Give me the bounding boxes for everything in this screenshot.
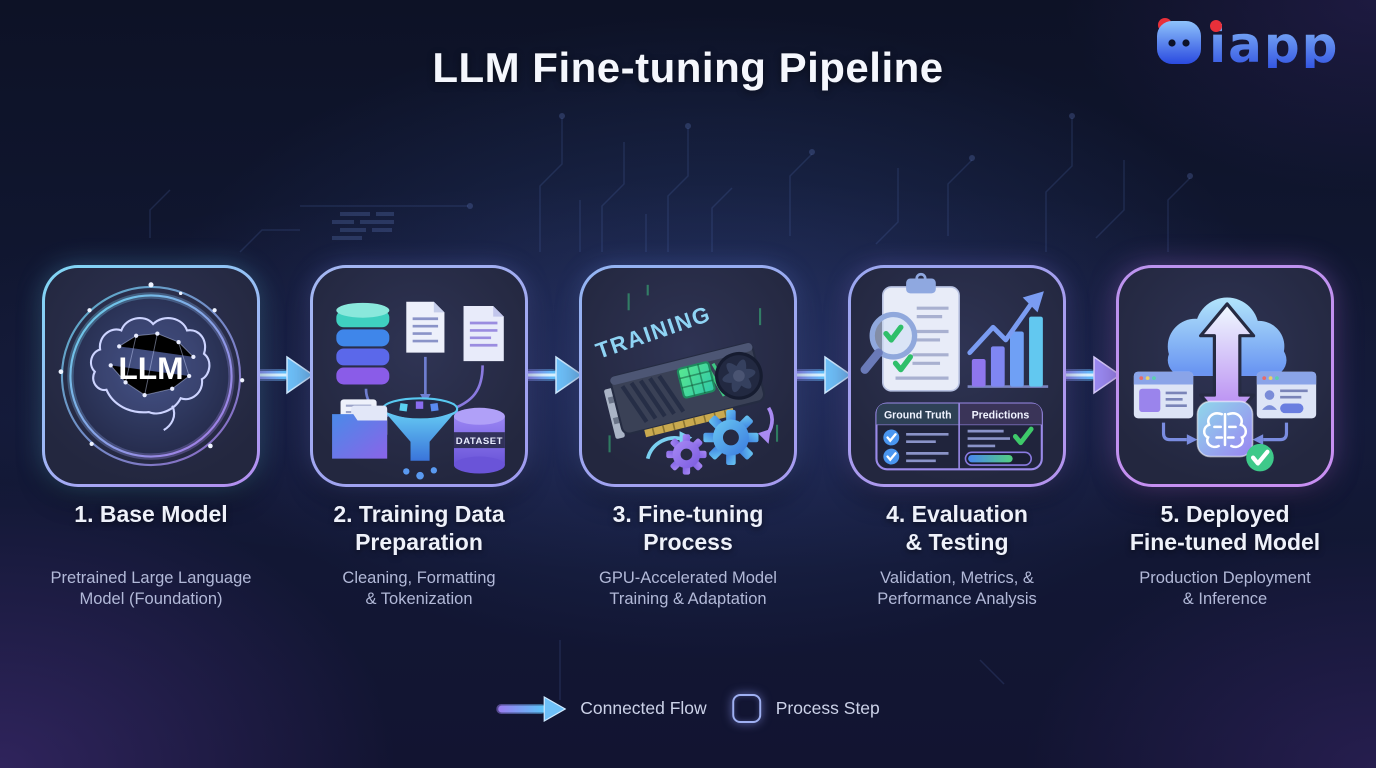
llm-label: LLM — [118, 350, 183, 386]
results-table: Ground Truth Predictions — [875, 402, 1043, 471]
glow-lines — [608, 284, 779, 453]
legend-flow-label: Connected Flow — [580, 698, 707, 718]
flow-arrow-icon — [520, 355, 584, 395]
page-title: LLM Fine-tuning Pipeline — [432, 44, 944, 91]
gear-icon-blue — [703, 409, 759, 466]
document-icon — [406, 301, 445, 353]
process-step-card-1: LLM — [42, 265, 260, 487]
legend: Connected Flow Process Step — [496, 694, 880, 723]
step-subtitle: Cleaning, Formatting & Tokenization — [342, 569, 496, 608]
step-subtitle: Pretrained Large Language Model (Foundat… — [50, 569, 252, 608]
process-step-card-3: TRAINING — [579, 265, 797, 487]
process-step-card-5 — [1116, 265, 1334, 487]
legend-item-flow: Connected Flow — [496, 695, 707, 722]
brand-wordmark: iapp — [1209, 16, 1339, 68]
legend-step-label: Process Step — [775, 698, 880, 718]
legend-process-step-icon — [732, 694, 762, 723]
step-label-2: 2. Training Data Preparation Cleaning, F… — [269, 500, 569, 610]
legend-arrow-icon — [496, 695, 567, 722]
dataset-cylinder-icon: DATASET — [453, 407, 505, 474]
flow-arrow-icon — [1058, 355, 1122, 395]
magnifier-icon — [860, 311, 918, 374]
ai-chip-icon — [1196, 400, 1254, 458]
step-title: 5. Deployed Fine-tuned Model — [1129, 501, 1321, 555]
step-subtitle: GPU-Accelerated Model Training & Adaptat… — [599, 569, 777, 608]
success-check-icon — [1246, 443, 1274, 472]
folder-output-icon — [332, 399, 388, 459]
wireframe-brain — [89, 317, 211, 431]
step-label-1: 1. Base Model Pretrained Large Language … — [1, 500, 301, 610]
sparkle-dots — [58, 282, 245, 449]
funnel-icon — [381, 397, 459, 461]
check-circle-icon — [883, 429, 900, 465]
step-title: 4. Evaluation & Testing — [886, 501, 1028, 555]
legend-item-step: Process Step — [732, 694, 880, 723]
process-step-card-4: Ground Truth Predictions — [848, 265, 1066, 487]
step-title: 1. Base Model — [74, 501, 228, 527]
flow-arrow-icon — [251, 355, 315, 395]
brand-logo: iapp — [1153, 12, 1358, 74]
browser-window-icon-left — [1133, 371, 1194, 419]
clipboard-icon — [882, 272, 960, 392]
robot-face-icon — [1157, 18, 1201, 64]
document-icon-2 — [463, 306, 504, 362]
database-stack-icon — [336, 302, 390, 385]
logo-i-dot — [1210, 20, 1222, 32]
step-title: 3. Fine-tuning Process — [612, 501, 764, 555]
gear-icon-purple — [666, 434, 707, 475]
step-subtitle: Validation, Metrics, & Performance Analy… — [877, 569, 1037, 608]
dataset-label: DATASET — [456, 436, 503, 447]
step-label-5: 5. Deployed Fine-tuned Model Production … — [1075, 500, 1375, 610]
flow-arrow-icon — [789, 355, 853, 395]
brain-llm-icon: LLM — [58, 282, 245, 467]
token-dots — [403, 467, 438, 480]
step-label-4: 4. Evaluation & Testing Validation, Metr… — [807, 500, 1107, 610]
process-step-card-2: DATASET — [310, 265, 528, 487]
browser-window-icon-right — [1256, 371, 1317, 419]
table-header-ground-truth: Ground Truth — [884, 409, 952, 421]
connector-arrows — [1161, 422, 1289, 445]
gpu-card-icon — [604, 342, 766, 439]
green-check-icon — [1012, 426, 1034, 446]
step-subtitle: Production Deployment & Inference — [1139, 569, 1311, 608]
table-header-predictions: Predictions — [972, 409, 1030, 421]
training-label: TRAINING — [592, 301, 714, 364]
bar-chart-icon — [967, 291, 1049, 388]
step-label-3: 3. Fine-tuning Process GPU-Accelerated M… — [538, 500, 838, 610]
step-title: 2. Training Data Preparation — [333, 501, 505, 555]
